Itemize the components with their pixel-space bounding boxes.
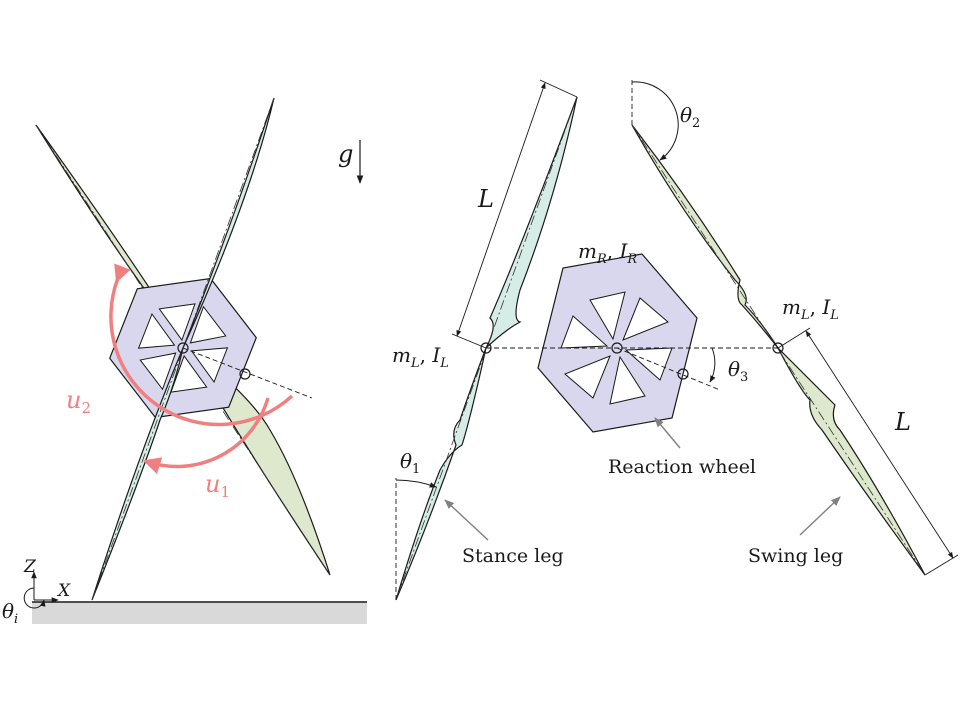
leader-swing-leg — [799, 496, 841, 536]
label-theta1: θ1 — [400, 449, 420, 477]
label-mass-leg-left: mL, IL — [392, 343, 449, 371]
label-theta-i: θi — [2, 599, 18, 627]
left-panel: u2 u1 g Z X θi — [2, 97, 367, 627]
label-length-stance: L — [477, 185, 494, 213]
wheel-offset-point — [677, 368, 689, 380]
torque-arrow-u1 — [142, 397, 270, 475]
label-swing-leg: Swing leg — [748, 545, 843, 567]
torque-arrow-u2 — [109, 263, 294, 427]
dimension-swing-length — [777, 327, 959, 576]
wheel-mass-left — [239, 368, 251, 380]
theta2-arc — [631, 81, 679, 161]
label-u2: u2 — [66, 386, 91, 417]
wheel-offset-line-right — [616, 347, 721, 391]
leader-reaction-wheel — [654, 417, 681, 449]
label-u1: u1 — [205, 470, 230, 501]
leader-stance-leg — [444, 499, 489, 541]
wheel-center-point — [611, 342, 623, 354]
label-mass-leg-right: mL, IL — [782, 295, 839, 323]
ground — [32, 602, 367, 624]
label-stance-leg: Stance leg — [462, 545, 564, 567]
right-panel: θ3 L L θ1 θ2 mL, IL — [392, 79, 959, 601]
dimension-stance-length — [451, 79, 578, 349]
swing-leg-mass-point — [772, 342, 784, 354]
label-mass-wheel: mR, IR — [578, 239, 637, 267]
stance-leg-mass-point — [480, 342, 492, 354]
stance-leg-right-centerline — [395, 96, 578, 601]
wheel-offset-line-left — [182, 347, 313, 399]
label-axis-x: X — [56, 581, 71, 601]
label-length-swing: L — [894, 408, 911, 436]
label-axis-z: Z — [23, 557, 37, 577]
label-gravity: g — [338, 140, 353, 168]
label-reaction-wheel: Reaction wheel — [608, 456, 756, 478]
hexagon-wheel-icon — [537, 253, 698, 433]
stance-leg-left-centerline — [91, 97, 275, 601]
hip-joint-left — [177, 342, 189, 354]
theta3-arc — [709, 347, 716, 383]
theta1-arc — [395, 479, 437, 488]
label-theta2: θ2 — [680, 103, 700, 131]
coordinate-axes-icon — [23, 571, 59, 609]
label-theta3: θ3 — [728, 357, 748, 385]
